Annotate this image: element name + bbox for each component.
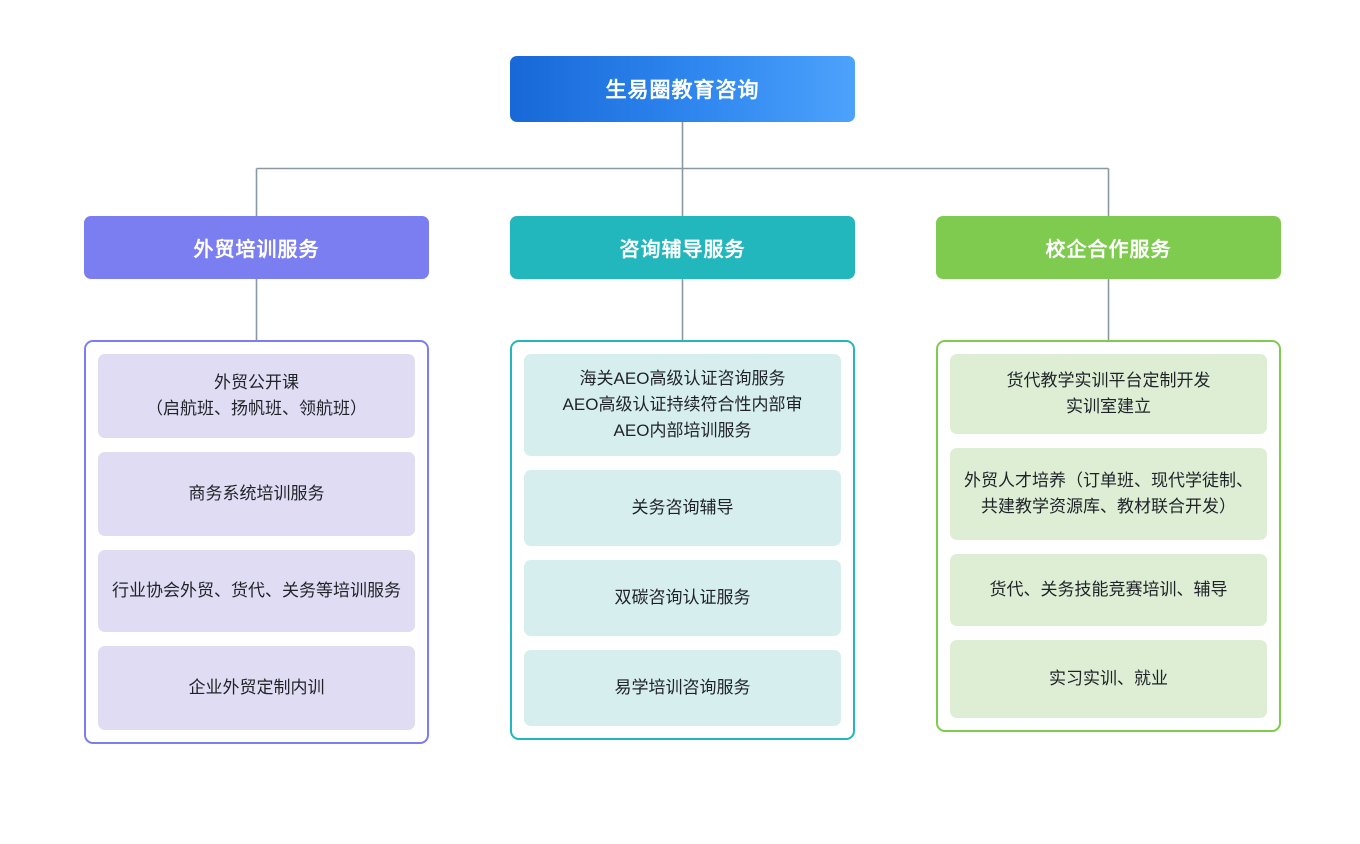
branch-body-consulting-tutoring: 海关AEO高级认证咨询服务 AEO高级认证持续符合性内部审 AEO内部培训服务 … xyxy=(510,340,855,740)
branch-column-consulting-tutoring: 咨询辅导服务 海关AEO高级认证咨询服务 AEO高级认证持续符合性内部审 AEO… xyxy=(510,216,855,740)
list-item-label: 海关AEO高级认证咨询服务 AEO高级认证持续符合性内部审 AEO内部培训服务 xyxy=(562,369,803,440)
list-item-label: 双碳咨询认证服务 xyxy=(614,588,751,607)
branch-header-foreign-trade-training[interactable]: 外贸培训服务 xyxy=(84,216,429,279)
branch-body-school-enterprise-cooperation: 货代教学实训平台定制开发 实训室建立 外贸人才培养（订单班、现代学徒制、共建教学… xyxy=(936,340,1281,732)
list-item-label: 易学培训咨询服务 xyxy=(614,678,751,697)
list-item[interactable]: 易学培训咨询服务 xyxy=(524,650,841,726)
branch-header-school-enterprise-cooperation[interactable]: 校企合作服务 xyxy=(936,216,1281,279)
list-item-label: 货代教学实训平台定制开发 实训室建立 xyxy=(1006,371,1211,416)
list-item[interactable]: 商务系统培训服务 xyxy=(98,452,415,536)
branch-header-label: 外贸培训服务 xyxy=(193,239,320,261)
list-item-label: 货代、关务技能竞赛培训、辅导 xyxy=(989,580,1228,599)
list-item[interactable]: 货代、关务技能竞赛培训、辅导 xyxy=(950,554,1267,626)
branch-header-label: 咨询辅导服务 xyxy=(619,239,746,261)
list-item-label: 实习实训、就业 xyxy=(1049,669,1168,688)
list-item-label: 商务系统培训服务 xyxy=(188,484,325,503)
list-item-label: 关务咨询辅导 xyxy=(631,498,734,517)
list-item[interactable]: 外贸公开课 （启航班、扬帆班、领航班） xyxy=(98,354,415,438)
list-item-label: 企业外贸定制内训 xyxy=(188,678,325,697)
list-item[interactable]: 货代教学实训平台定制开发 实训室建立 xyxy=(950,354,1267,434)
list-item-label: 外贸人才培养（订单班、现代学徒制、共建教学资源库、教材联合开发） xyxy=(964,471,1253,516)
list-item[interactable]: 海关AEO高级认证咨询服务 AEO高级认证持续符合性内部审 AEO内部培训服务 xyxy=(524,354,841,456)
root-node[interactable]: 生易圈教育咨询 xyxy=(510,56,855,122)
branch-column-foreign-trade-training: 外贸培训服务 外贸公开课 （启航班、扬帆班、领航班） 商务系统培训服务 行业协会… xyxy=(84,216,429,744)
branch-header-consulting-tutoring[interactable]: 咨询辅导服务 xyxy=(510,216,855,279)
list-item-label: 行业协会外贸、货代、关务等培训服务 xyxy=(112,581,401,600)
branch-column-school-enterprise-cooperation: 校企合作服务 货代教学实训平台定制开发 实训室建立 外贸人才培养（订单班、现代学… xyxy=(936,216,1281,732)
list-item[interactable]: 外贸人才培养（订单班、现代学徒制、共建教学资源库、教材联合开发） xyxy=(950,448,1267,540)
list-item[interactable]: 行业协会外贸、货代、关务等培训服务 xyxy=(98,550,415,632)
branch-body-foreign-trade-training: 外贸公开课 （启航班、扬帆班、领航班） 商务系统培训服务 行业协会外贸、货代、关… xyxy=(84,340,429,744)
list-item[interactable]: 关务咨询辅导 xyxy=(524,470,841,546)
list-item[interactable]: 企业外贸定制内训 xyxy=(98,646,415,730)
branch-header-label: 校企合作服务 xyxy=(1045,239,1172,261)
list-item-label: 外贸公开课 （启航班、扬帆班、领航班） xyxy=(146,373,367,418)
root-node-label: 生易圈教育咨询 xyxy=(605,79,760,102)
list-item[interactable]: 双碳咨询认证服务 xyxy=(524,560,841,636)
list-item[interactable]: 实习实训、就业 xyxy=(950,640,1267,718)
